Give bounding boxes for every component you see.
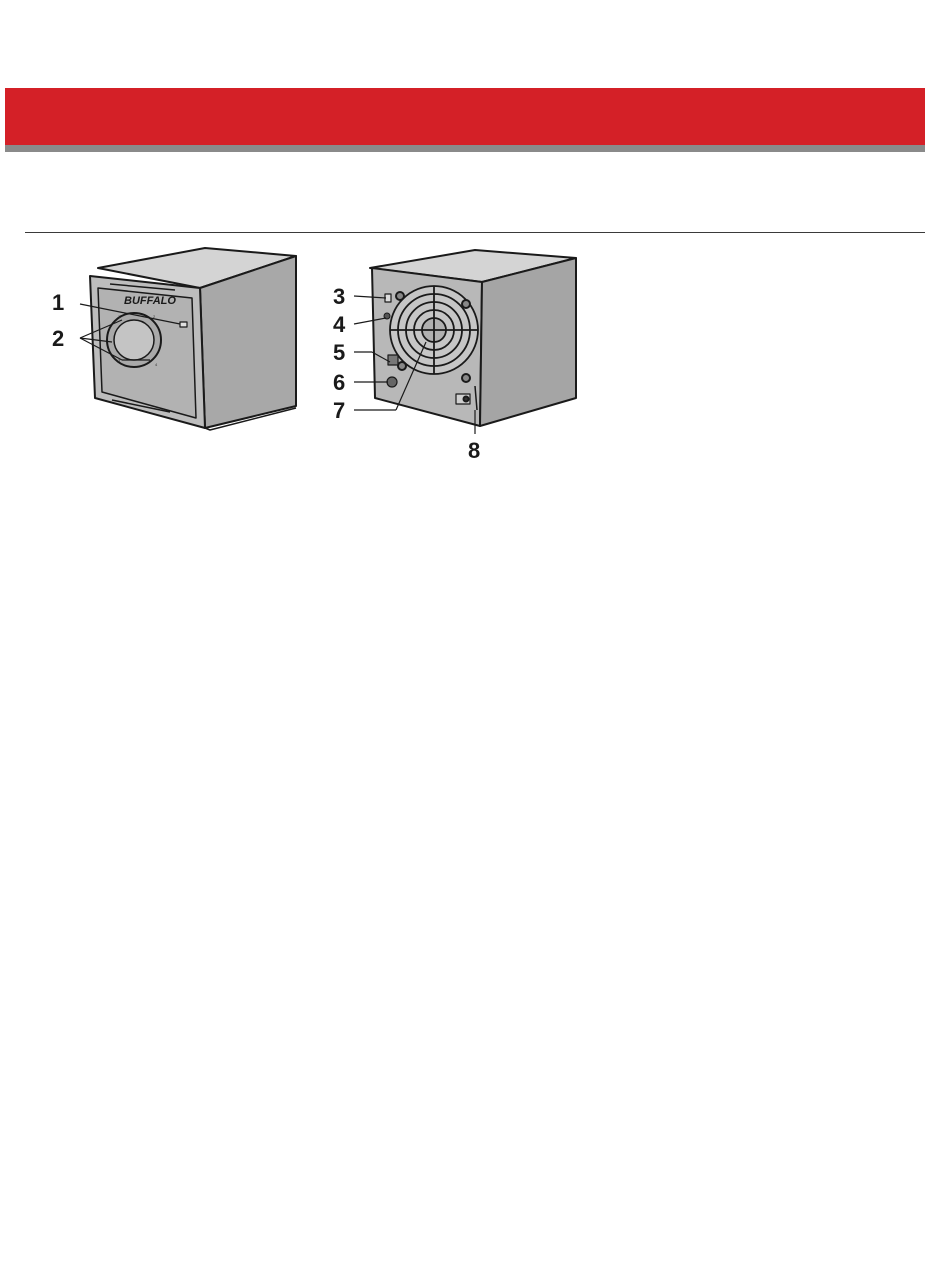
brand-logo-text: BUFFALO: [124, 295, 176, 307]
front-view: [80, 248, 296, 430]
header-band: [5, 88, 925, 145]
rear-view: [354, 250, 576, 434]
callout-1: 1: [52, 290, 64, 315]
device-illustration: BUFFALO 1 2 3 4 1 2: [20, 238, 620, 468]
status-led: [180, 322, 187, 327]
callout-4: 4: [333, 312, 346, 337]
dc-in-port: [387, 377, 397, 387]
power-button: [114, 320, 154, 360]
callout-3: 3: [333, 284, 345, 309]
rear-side-face: [480, 258, 576, 426]
callout-5: 5: [333, 340, 345, 365]
callout-6: 6: [333, 370, 345, 395]
section-divider: [25, 232, 925, 233]
callout-7: 7: [333, 398, 345, 423]
callout-8: 8: [468, 438, 480, 463]
header-shadow: [5, 145, 925, 152]
callout-2: 2: [52, 326, 64, 351]
usb-b-port: [388, 355, 398, 365]
security-slot: [464, 397, 469, 402]
